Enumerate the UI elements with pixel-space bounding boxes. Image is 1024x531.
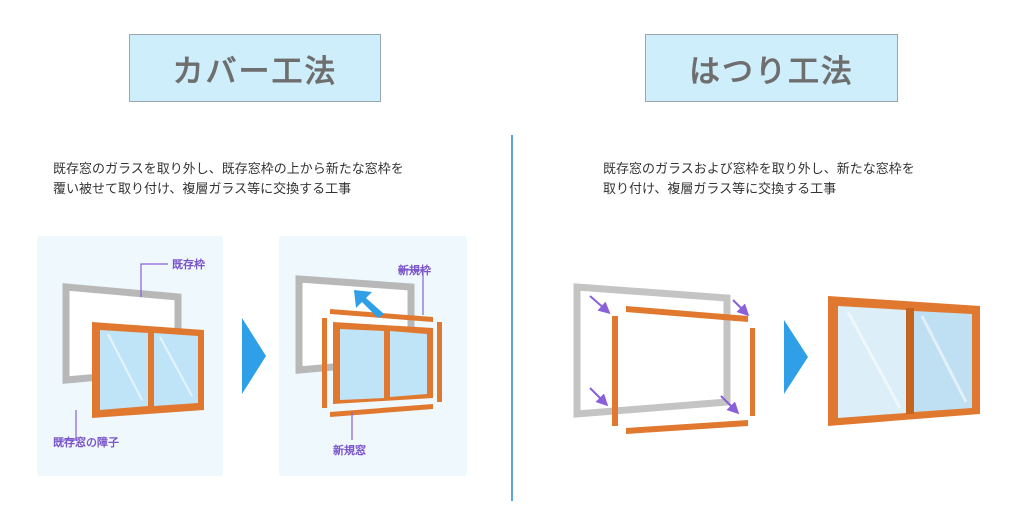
install-arrow-icon	[354, 290, 384, 318]
label-new-window: 新規窓	[333, 444, 366, 457]
removed-old-frame-illustration	[573, 283, 731, 418]
hatsuri-method-description: 既存窓のガラスおよび窓枠を取り外し、新たな窓枠を 取り付け、複層ガラス等に交換す…	[603, 160, 915, 200]
description-line: 覆い被せて取り付け、複層ガラス等に交換する工事	[53, 182, 352, 197]
label-new-frame: 新規枠	[398, 264, 431, 277]
removal-arrows	[589, 295, 750, 415]
new-frame-parts-illustration	[612, 306, 755, 434]
leader-new-frame	[398, 269, 424, 315]
label-existing-sash: 既存窓の障子	[53, 436, 119, 449]
leader-existing-sash	[60, 410, 77, 441]
description-line: 既存窓のガラスを取り外し、既存窓枠の上から新たな窓枠を	[53, 162, 404, 177]
finished-window-illustration	[828, 296, 980, 426]
title-cover-method: カバー工法	[129, 34, 381, 102]
existing-sash-illustration	[92, 322, 204, 418]
label-existing-frame: 既存枠	[172, 258, 205, 271]
section-divider	[511, 135, 513, 501]
cover-method-description: 既存窓のガラスを取り外し、既存窓枠の上から新たな窓枠を 覆い被せて取り付け、複層…	[53, 160, 404, 200]
description-line: 既存窓のガラスおよび窓枠を取り外し、新たな窓枠を	[603, 162, 915, 177]
new-window-illustration	[333, 322, 433, 404]
step-arrow-icon-2	[784, 320, 808, 394]
title-hatsuri-method: はつり工法	[645, 34, 898, 102]
step-arrow-icon	[242, 318, 266, 394]
leader-existing-frame	[140, 263, 168, 297]
description-line: 取り付け、複層ガラス等に交換する工事	[603, 182, 837, 197]
